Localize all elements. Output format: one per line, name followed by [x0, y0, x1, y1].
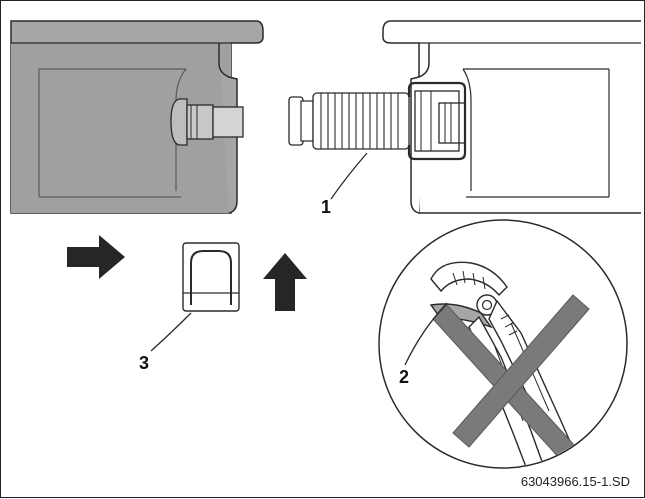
callout-3: 3 [139, 353, 150, 373]
bellows-hose [288, 81, 467, 161]
reference-code: 63043966.15-1.SD [520, 474, 630, 489]
leader-line-1 [330, 152, 368, 200]
prohibited-pliers-icon [378, 219, 628, 469]
push-up-arrow-icon [263, 253, 307, 311]
left-device [10, 20, 264, 214]
retaining-clip [182, 242, 240, 312]
callout-2: 2 [399, 367, 410, 387]
right-device [382, 20, 641, 214]
leader-line-2 [404, 302, 448, 366]
push-right-arrow-icon [67, 235, 125, 279]
leader-line-3 [150, 312, 192, 352]
callout-1: 1 [321, 197, 332, 217]
